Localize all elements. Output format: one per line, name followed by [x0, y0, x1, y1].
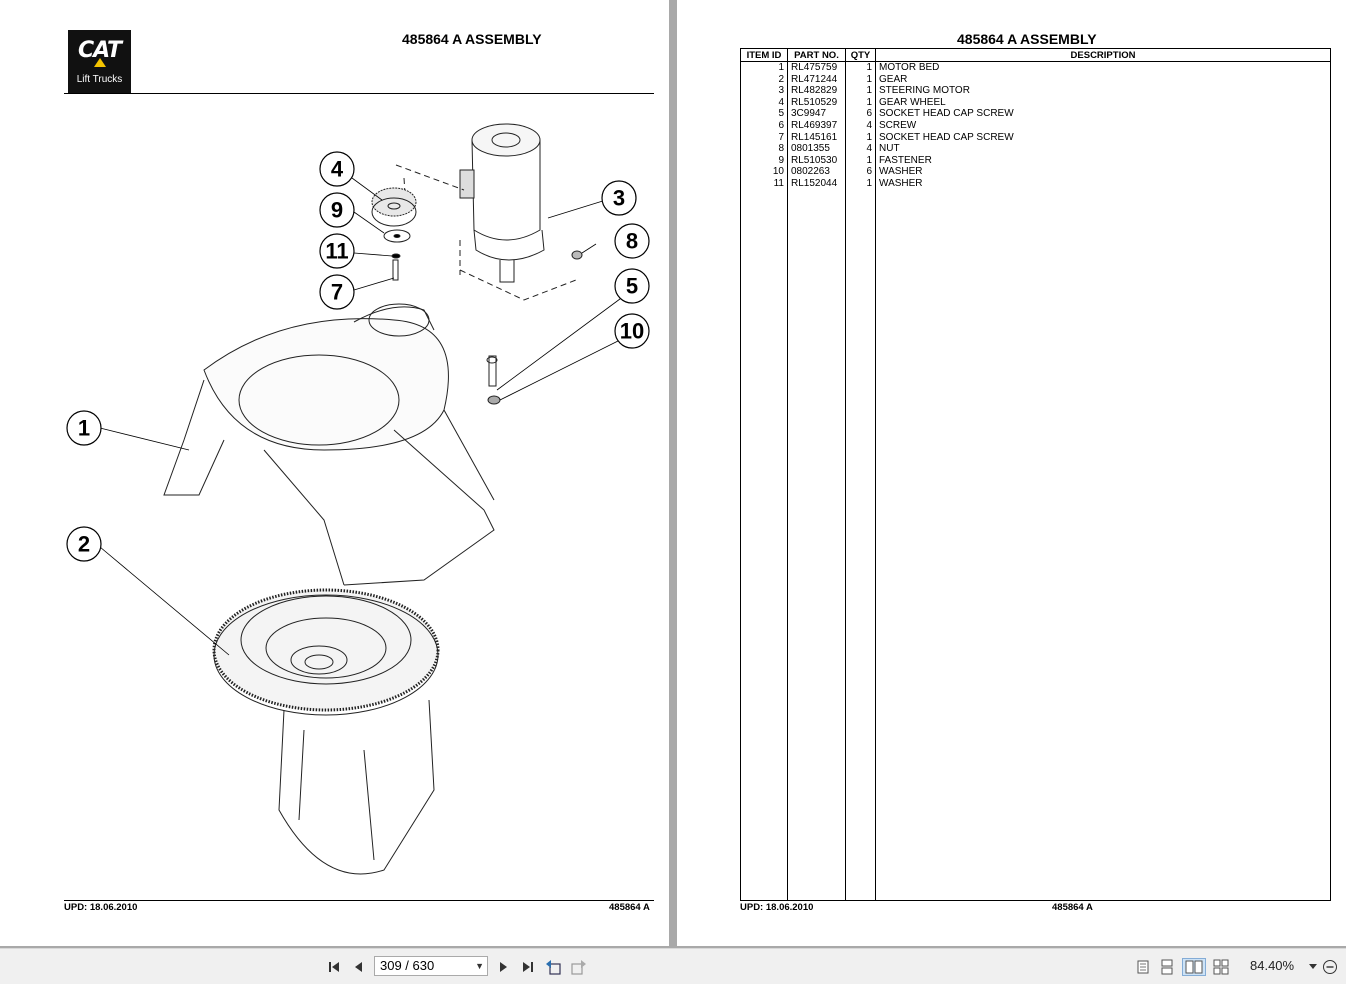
- header-qty: QTY: [845, 48, 876, 62]
- go-forward-icon[interactable]: [570, 958, 588, 976]
- continuous-facing-icon[interactable]: [1212, 958, 1230, 976]
- callout-11: 11: [319, 233, 355, 269]
- zoom-level[interactable]: 84.40%: [1250, 958, 1295, 973]
- exploded-assembly-diagram: 4 9 11 7 3 8 5 10 1 2: [66, 123, 650, 875]
- last-page-icon[interactable]: [518, 958, 536, 976]
- steering-motor-drawing: [459, 123, 545, 283]
- footer-code: 485864 A: [609, 902, 650, 913]
- first-page-icon[interactable]: [326, 958, 344, 976]
- svg-text:3: 3: [613, 186, 625, 211]
- svg-text:2: 2: [78, 532, 90, 557]
- table-header-row: ITEM ID PART NO. QTY DESCRIPTION: [740, 48, 1331, 62]
- footer-code-right: 485864 A: [1052, 902, 1093, 913]
- logo-subtext: Lift Trucks: [76, 74, 123, 85]
- document-viewer: CAT Lift Trucks 485864 A ASSEMBLY: [0, 0, 1346, 948]
- svg-text:11: 11: [325, 239, 348, 264]
- svg-text:1: 1: [78, 416, 90, 441]
- header-item-id: ITEM ID: [740, 48, 788, 62]
- callout-9: 9: [319, 192, 355, 228]
- callout-8: 8: [614, 223, 650, 259]
- table-filler: [740, 189, 1331, 901]
- zoom-dropdown-icon[interactable]: [1308, 958, 1318, 976]
- callout-3: 3: [601, 180, 637, 216]
- go-back-icon[interactable]: [544, 958, 562, 976]
- svg-text:8: 8: [626, 229, 638, 254]
- footer-rule: [64, 900, 654, 901]
- footer-date: UPD: 18.06.2010: [64, 902, 138, 913]
- page-title: 485864 A ASSEMBLY: [402, 31, 542, 47]
- footer-date-right: UPD: 18.06.2010: [740, 902, 814, 913]
- page-indicator: 309 / 630: [380, 958, 435, 973]
- svg-text:5: 5: [626, 274, 638, 299]
- zoom-out-icon[interactable]: [1321, 958, 1339, 976]
- header-description: DESCRIPTION: [875, 48, 1331, 62]
- callout-label: 4: [331, 157, 344, 182]
- facing-icon[interactable]: [1182, 958, 1206, 976]
- single-page-icon[interactable]: [1134, 958, 1152, 976]
- callout-10: 10: [614, 313, 650, 349]
- header-part-no: PART NO.: [787, 48, 846, 62]
- prev-page-icon[interactable]: [350, 958, 368, 976]
- callout-2: 2: [66, 526, 102, 562]
- page-title-right: 485864 A ASSEMBLY: [957, 31, 1097, 47]
- continuous-icon[interactable]: [1158, 958, 1176, 976]
- svg-text:9: 9: [331, 198, 343, 223]
- svg-text:10: 10: [620, 319, 644, 344]
- header-rule: [64, 93, 654, 94]
- cat-logo: CAT Lift Trucks: [68, 30, 131, 94]
- gear-ring-drawing: [212, 588, 440, 875]
- chevron-down-icon[interactable]: ▼: [475, 961, 484, 971]
- navigation-bar: [0, 948, 1346, 984]
- gear-wheel-drawing: [371, 187, 417, 227]
- page-number-input[interactable]: 309 / 630 ▼: [374, 956, 488, 976]
- callout-5: 5: [614, 268, 650, 304]
- callout-4: 4: [319, 151, 355, 187]
- left-page: CAT Lift Trucks 485864 A ASSEMBLY: [0, 0, 669, 946]
- callout-1: 1: [66, 410, 102, 446]
- next-page-icon[interactable]: [494, 958, 512, 976]
- motor-bed-drawing: [163, 303, 495, 586]
- svg-text:7: 7: [331, 280, 343, 305]
- callout-7: 7: [319, 274, 355, 310]
